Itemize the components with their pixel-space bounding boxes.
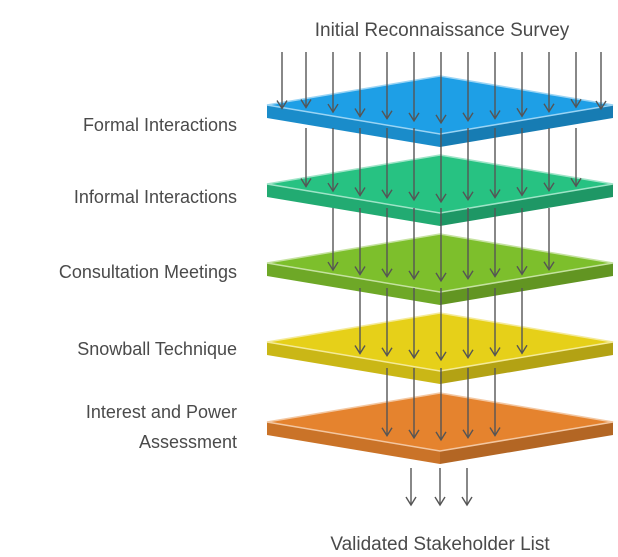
flow-arrow <box>543 52 555 114</box>
flow-arrow <box>354 288 366 355</box>
flow-arrow <box>461 468 473 507</box>
flow-arrow <box>300 52 312 109</box>
layer-plate <box>266 312 614 384</box>
flow-arrow <box>435 52 447 125</box>
layer-plate <box>266 392 614 464</box>
flow-arrow <box>408 52 420 123</box>
layer-plate <box>266 154 614 226</box>
flow-arrow <box>543 128 555 193</box>
flow-arrow <box>462 208 474 281</box>
flow-arrow <box>489 368 501 437</box>
flow-arrow <box>516 52 528 118</box>
flow-arrow <box>381 288 393 358</box>
flow-arrow <box>516 208 528 276</box>
top-label: Initial Reconnaissance Survey <box>315 20 570 41</box>
flow-arrow <box>516 128 528 197</box>
layer-label: Snowball Technique <box>77 339 237 359</box>
layer-label: Consultation Meetings <box>59 262 237 282</box>
flow-arrows <box>276 52 607 507</box>
flow-arrow <box>408 288 420 360</box>
flow-arrow <box>489 52 501 120</box>
flow-arrow <box>381 52 393 121</box>
flow-arrow <box>435 128 447 204</box>
flow-arrow <box>408 128 420 202</box>
flow-arrow <box>327 52 339 114</box>
layer-label: Formal Interactions <box>83 115 237 135</box>
flow-arrow <box>408 208 420 281</box>
layer-plate <box>266 233 614 305</box>
flow-arrow <box>462 288 474 360</box>
flow-arrow <box>354 128 366 197</box>
flow-arrow <box>462 52 474 123</box>
flow-arrow <box>381 368 393 438</box>
flow-arrow <box>381 208 393 279</box>
flow-arrow <box>327 128 339 193</box>
flow-arrow <box>516 288 528 355</box>
flow-arrow <box>405 468 417 507</box>
layer-plates <box>266 75 614 464</box>
flow-arrow <box>462 128 474 202</box>
flow-arrow <box>570 128 582 188</box>
flow-arrow <box>381 128 393 200</box>
flow-arrow <box>489 208 501 278</box>
flow-arrow <box>300 128 312 188</box>
flow-arrow <box>434 468 446 507</box>
flow-arrow <box>354 52 366 118</box>
flow-arrow <box>435 368 447 442</box>
flow-arrow <box>595 52 607 111</box>
flow-arrow <box>435 208 447 283</box>
flow-arrow <box>408 368 420 440</box>
layer-label: Assessment <box>139 432 237 452</box>
flow-arrow <box>489 128 501 199</box>
flow-arrow <box>276 52 288 110</box>
layer-plate <box>266 75 614 147</box>
layer-label: Interest and Power <box>86 402 237 422</box>
flow-arrow <box>435 288 447 362</box>
flow-arrow <box>462 368 474 440</box>
flow-arrow <box>543 208 555 272</box>
flow-arrow <box>354 208 366 276</box>
flow-arrow <box>489 288 501 357</box>
flow-arrow <box>327 208 339 272</box>
bottom-label: Validated Stakeholder List <box>330 534 550 555</box>
layer-label: Informal Interactions <box>74 187 237 207</box>
flow-arrow <box>570 52 582 109</box>
